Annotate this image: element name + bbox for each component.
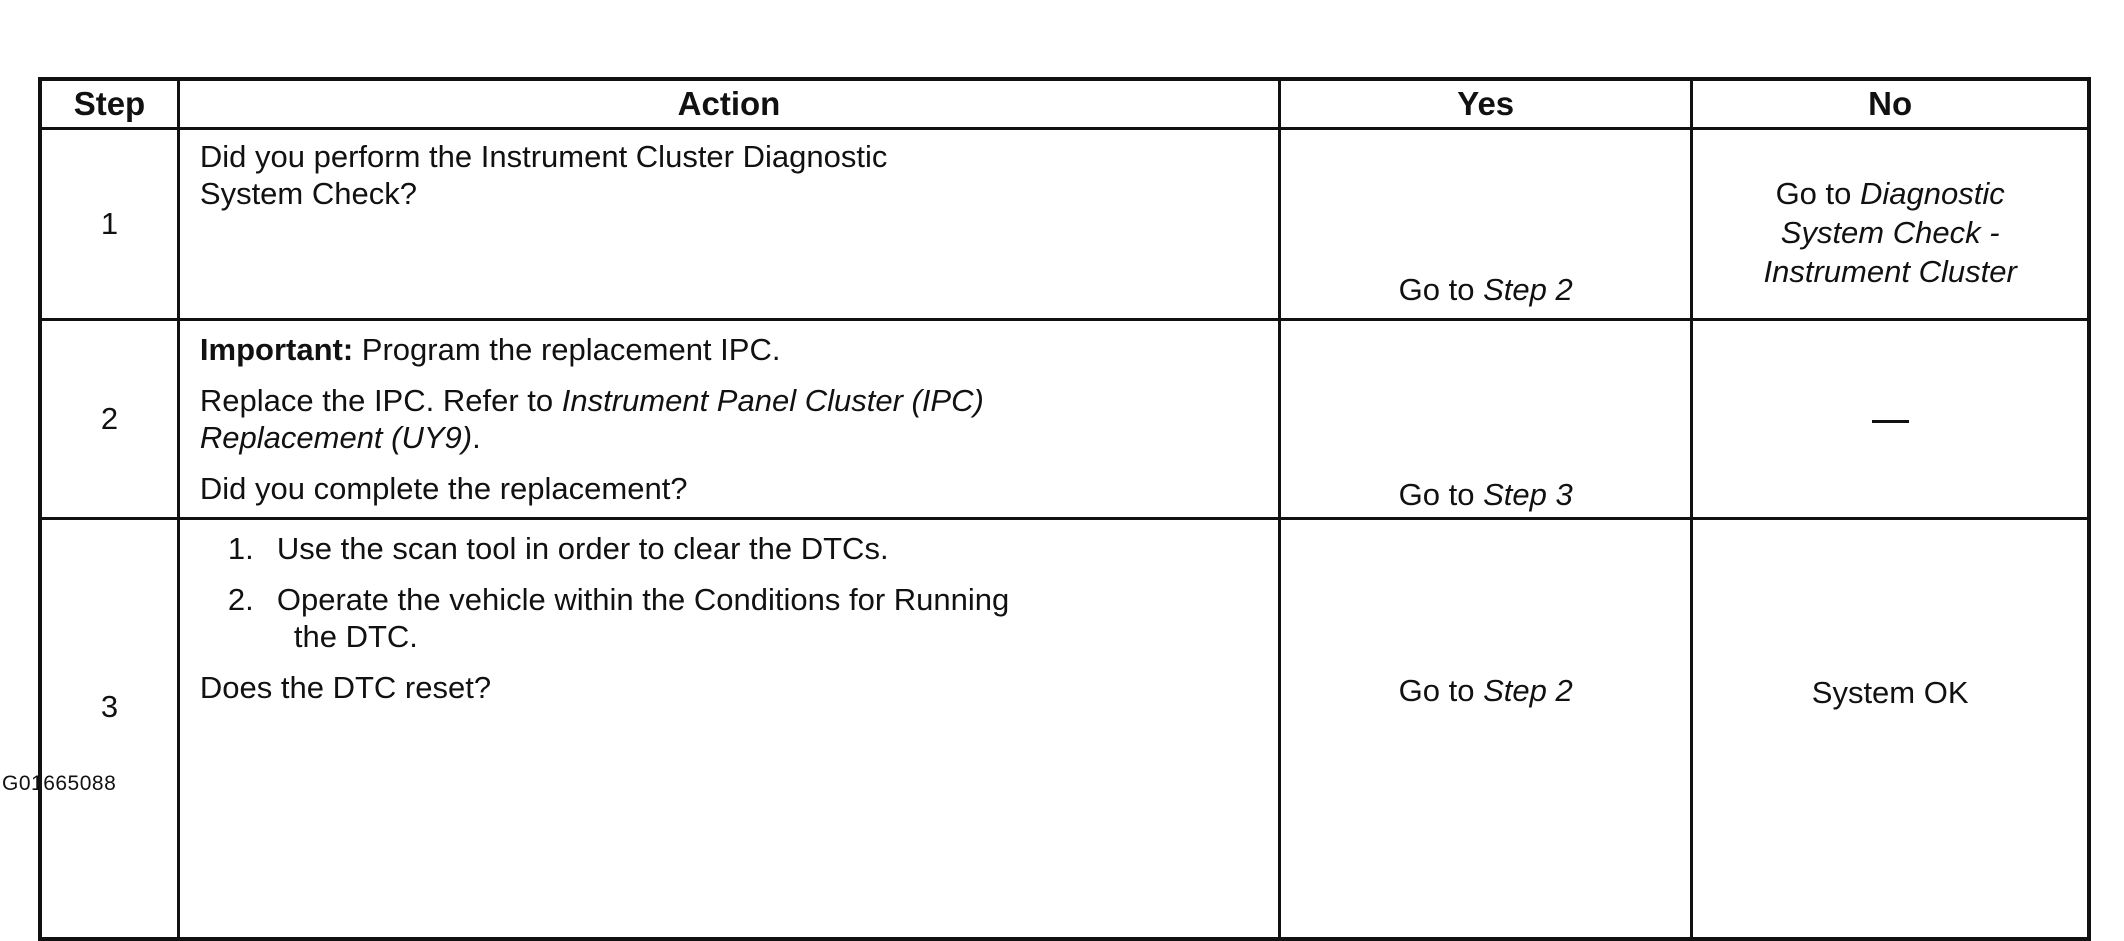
important-label: Important: <box>199 332 354 367</box>
list-item: 1. Use the scan tool in order to clear t… <box>228 530 1278 567</box>
reference-link[interactable]: Instrument Panel Cluster (IPC) <box>561 383 984 418</box>
step-number: 1 <box>38 127 180 321</box>
no-reference-link[interactable]: Instrument Cluster <box>1763 253 2017 289</box>
no-prefix: Go to <box>1775 175 1860 211</box>
yes-step-link[interactable]: Step 2 <box>1483 272 1573 307</box>
yes-step-link[interactable]: Step 2 <box>1483 673 1573 708</box>
header-action: Action <box>176 77 1282 130</box>
action-question: Did you complete the replacement? <box>199 471 688 506</box>
important-note: Important: Program the replacement IPC. <box>200 331 1278 368</box>
no-cell: System OK <box>1690 517 2091 941</box>
header-no: No <box>1690 77 2091 130</box>
list-text: Use the scan tool in order to clear the … <box>276 531 889 566</box>
list-number: 2. <box>227 582 254 617</box>
list-item: 2. Operate the vehicle within the Condit… <box>228 581 1278 655</box>
action-text: Did you perform the Instrument Cluster D… <box>199 139 888 174</box>
figure-id: G01665088 <box>2 772 117 795</box>
header-yes: Yes <box>1278 77 1694 130</box>
action-cell: Did you perform the Instrument Cluster D… <box>176 127 1282 321</box>
yes-cell: Go to Step 2 <box>1278 517 1694 941</box>
list-text: Operate the vehicle within the Condition… <box>277 581 1278 655</box>
list-text-line: Operate the vehicle within the Condition… <box>276 582 1010 617</box>
yes-step-link[interactable]: Step 3 <box>1483 477 1573 512</box>
step-number: 2 <box>38 318 180 520</box>
em-dash <box>1871 419 1909 423</box>
diagnostic-table: Step Action Yes No 1 Did you perform the… <box>38 77 2091 941</box>
action-cell: Important: Program the replacement IPC. … <box>176 318 1282 520</box>
step-number: 3 <box>38 517 180 941</box>
yes-prefix: Go to <box>1398 272 1484 307</box>
table-row: 1 Did you perform the Instrument Cluster… <box>38 127 2091 321</box>
reference-link[interactable]: Replacement (UY9) <box>199 420 473 455</box>
list-text-line: the DTC. <box>293 619 418 654</box>
action-question: Does the DTC reset? <box>199 670 492 705</box>
action-text: Replacement (UY9). <box>200 419 1278 456</box>
action-text: Replace the IPC. Refer to Instrument Pan… <box>200 382 1278 419</box>
no-cell: Go to Diagnostic System Check - Instrume… <box>1690 127 2091 321</box>
no-reference-link[interactable]: Diagnostic <box>1860 175 2005 211</box>
yes-cell: Go to Step 2 <box>1278 127 1694 321</box>
important-text: Program the replacement IPC. <box>353 332 781 367</box>
yes-prefix: Go to <box>1398 477 1484 512</box>
no-reference-link[interactable]: System Check - <box>1780 214 2000 250</box>
table-header-row: Step Action Yes No <box>38 77 2091 130</box>
action-cell: 1. Use the scan tool in order to clear t… <box>176 517 1282 941</box>
action-text: System Check? <box>199 176 417 211</box>
yes-cell: Go to Step 3 <box>1278 318 1694 520</box>
table-row: 2 Important: Program the replacement IPC… <box>38 318 2091 520</box>
table-row: 3 1. Use the scan tool in order to clear… <box>38 517 2091 941</box>
no-cell <box>1690 318 2091 520</box>
list-number: 1. <box>227 531 254 566</box>
yes-prefix: Go to <box>1398 673 1484 708</box>
no-result: System OK <box>1811 675 1969 710</box>
reference-end: . <box>472 420 481 455</box>
header-step: Step <box>38 77 180 130</box>
replace-text: Replace the IPC. Refer to <box>199 383 562 418</box>
